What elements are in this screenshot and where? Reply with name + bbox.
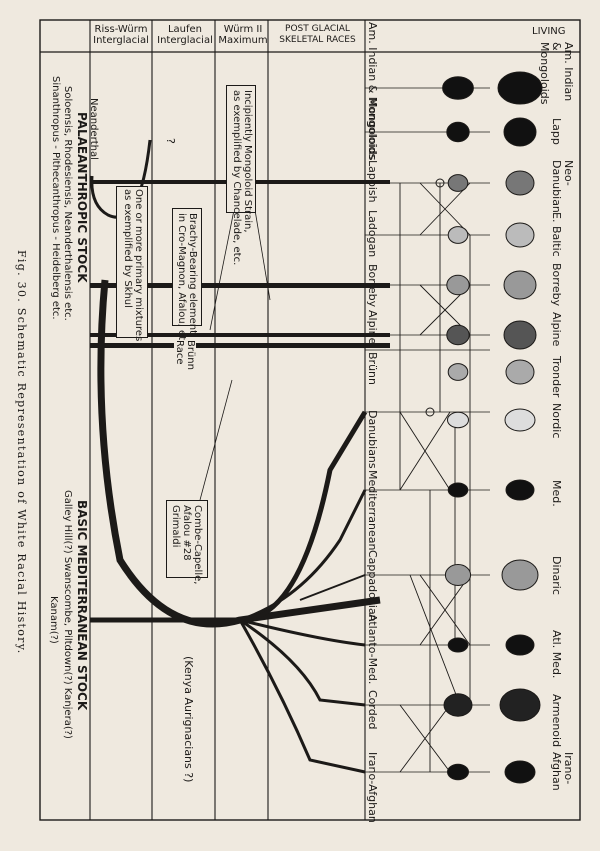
living-race-head-icon bbox=[504, 408, 536, 432]
living-race-label: Tronder bbox=[550, 356, 563, 398]
lineage-connector bbox=[419, 182, 471, 236]
med-branch-danubians bbox=[90, 410, 368, 623]
frame-border bbox=[39, 19, 581, 821]
living-race-head-icon bbox=[503, 117, 537, 147]
postglacial-head-icon bbox=[447, 763, 469, 781]
living-race-label: Alpine bbox=[550, 312, 563, 347]
pg-race-label: Mediterranean bbox=[366, 470, 379, 551]
brachy-element-box: Brachy-Bearing element in Cro-Magnon, Af… bbox=[172, 208, 202, 349]
borreby-bar bbox=[90, 283, 390, 288]
neanderthal-curve bbox=[90, 139, 152, 219]
living-race-head-icon bbox=[505, 634, 535, 656]
med-branch-irano bbox=[238, 619, 366, 774]
living-race-head-icon bbox=[503, 270, 537, 300]
kenya-label: (Kenya Aurignacians ?) bbox=[182, 656, 195, 783]
postglacial-head-icon bbox=[446, 274, 470, 296]
pg-race-label: Mongoloids bbox=[366, 98, 379, 161]
header-riss-wurm: Riss-Würm Interglacial bbox=[93, 24, 149, 46]
living-race-head-icon bbox=[497, 71, 543, 105]
palaeanthropic-line2: Sinanthropus - Pithecanthropus - Heidelb… bbox=[50, 76, 61, 320]
lineage-connector bbox=[399, 411, 451, 491]
living-race-label: Atl. Med. bbox=[550, 630, 563, 679]
header-postglacial: POST GLACIAL SKELETAL RACES bbox=[279, 24, 356, 45]
living-race-label: Armenoid bbox=[550, 694, 563, 748]
living-race-head-icon bbox=[499, 688, 541, 722]
junction-circle bbox=[435, 178, 445, 188]
living-race-label: Am. Indian & Mongoloids bbox=[538, 42, 575, 105]
postglacial-head-icon bbox=[446, 121, 470, 143]
mongoloid-arrow bbox=[254, 209, 271, 301]
palaeanthropic-title: PALAEANTHROPIC STOCK bbox=[75, 112, 89, 283]
postglacial-head-icon bbox=[447, 482, 469, 498]
header-laufen: Laufen Interglacial bbox=[157, 24, 213, 46]
basic-med-title: BASIC MEDITERRANEAN STOCK bbox=[75, 500, 89, 711]
primary-mixtures-box: One or more primary mixtures as exemplif… bbox=[116, 186, 148, 341]
combe-capelle-box: Combe-Capelle, Afalou #28 Grimaldi bbox=[166, 500, 208, 584]
lineage-connector bbox=[419, 574, 471, 646]
pg-race-label: Alpine bbox=[366, 310, 379, 345]
pg-race-label: Danubians bbox=[366, 410, 379, 469]
med-branch-corded bbox=[239, 618, 366, 707]
living-race-head-icon bbox=[505, 170, 535, 196]
header-wurm2: Würm II Maximum bbox=[218, 24, 268, 46]
pg-race-label: Cappadocian bbox=[366, 550, 379, 622]
med-branch-mediterranean bbox=[239, 489, 367, 622]
pg-race-label: Lappish bbox=[366, 160, 379, 203]
header-living: LIVING bbox=[532, 26, 566, 37]
living-race-label: E. Baltic bbox=[550, 212, 563, 257]
living-race-head-icon bbox=[501, 559, 539, 591]
postglacial-head-icon bbox=[447, 174, 469, 192]
pg-race-label: Brünn bbox=[366, 352, 379, 385]
postglacial-head-icon bbox=[443, 693, 473, 717]
brunn-bar bbox=[90, 343, 390, 348]
living-race-label: Irano-Afghan bbox=[550, 752, 575, 791]
basic-med-line1: Galley Hill(?) Swanscombe, Piltdown(?) K… bbox=[62, 490, 73, 739]
pg-race-label: Atlanto-Med. bbox=[366, 614, 379, 685]
brunn-race-label: Brünn Race bbox=[174, 340, 196, 370]
med-branch-cappadocian bbox=[299, 574, 366, 601]
postglacial-head-icon bbox=[447, 363, 469, 381]
living-race-head-icon bbox=[503, 320, 537, 350]
basic-med-line2: Kanam(?) bbox=[48, 596, 59, 644]
combe-arrow bbox=[199, 379, 233, 501]
living-race-label: Med. bbox=[550, 480, 563, 507]
med-branch-atlanto bbox=[239, 618, 366, 647]
figure-caption: Fig. 30. Schematic Representation of Whi… bbox=[15, 250, 28, 655]
living-race-head-icon bbox=[505, 479, 535, 501]
living-race-label: Dinaric bbox=[550, 556, 563, 595]
living-race-label: Nordic bbox=[550, 403, 563, 439]
palaeanthropic-line1: Soloensis, Rhodesiensis, Neanderthalensi… bbox=[62, 86, 73, 321]
living-race-label: Borreby bbox=[550, 263, 563, 307]
mongoloid-strain-box: Incipiently Mongoloid Strain, as exempli… bbox=[226, 85, 256, 265]
postglacial-head-icon bbox=[447, 226, 469, 244]
living-race-head-icon bbox=[505, 359, 535, 385]
alpine-bar bbox=[90, 333, 390, 337]
palaeanthropic-trunk bbox=[97, 279, 381, 628]
postglacial-head-icon bbox=[446, 324, 470, 346]
living-race-head-icon bbox=[504, 760, 536, 784]
postglacial-head-icon bbox=[444, 564, 472, 586]
living-race-label: Lapp bbox=[550, 118, 563, 145]
pg-race-label: Borreby bbox=[366, 264, 379, 308]
postglacial-head-icon bbox=[447, 411, 469, 429]
postglacial-head-icon bbox=[447, 637, 469, 653]
pg-race-label: Irano-Afghan bbox=[366, 752, 379, 823]
pg-race-label: Corded bbox=[366, 690, 379, 730]
neanderthal-label: Neanderthal bbox=[88, 98, 99, 160]
postglacial-head-icon bbox=[442, 76, 474, 100]
lineage-connector bbox=[409, 574, 461, 706]
living-race-label: Neo-Danubian bbox=[550, 160, 575, 213]
question-mark: ? bbox=[164, 138, 177, 144]
living-race-head-icon bbox=[505, 222, 535, 248]
pg-race-label: Ladogan bbox=[366, 210, 379, 258]
junction-circle bbox=[425, 407, 435, 417]
lineage-connector bbox=[399, 704, 451, 773]
